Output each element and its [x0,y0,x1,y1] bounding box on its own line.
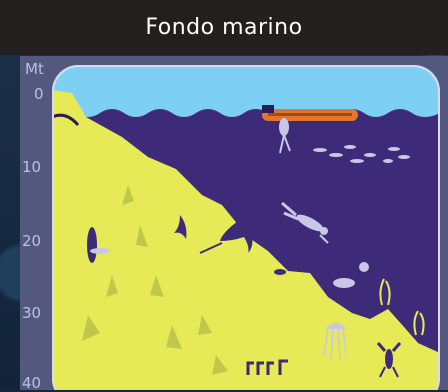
depth-tick-20: 20 [22,232,41,250]
depth-unit-label: Mt [25,60,44,78]
depth-tick-40: 40 [22,374,41,392]
title-bar: Fondo marino [0,0,448,55]
seabed-scene [52,65,440,390]
depth-tick-10: 10 [22,158,41,176]
page-title: Fondo marino [145,15,302,40]
depth-tick-0: 0 [34,85,44,103]
fish-icon [90,248,110,254]
depth-tick-30: 30 [22,304,41,322]
